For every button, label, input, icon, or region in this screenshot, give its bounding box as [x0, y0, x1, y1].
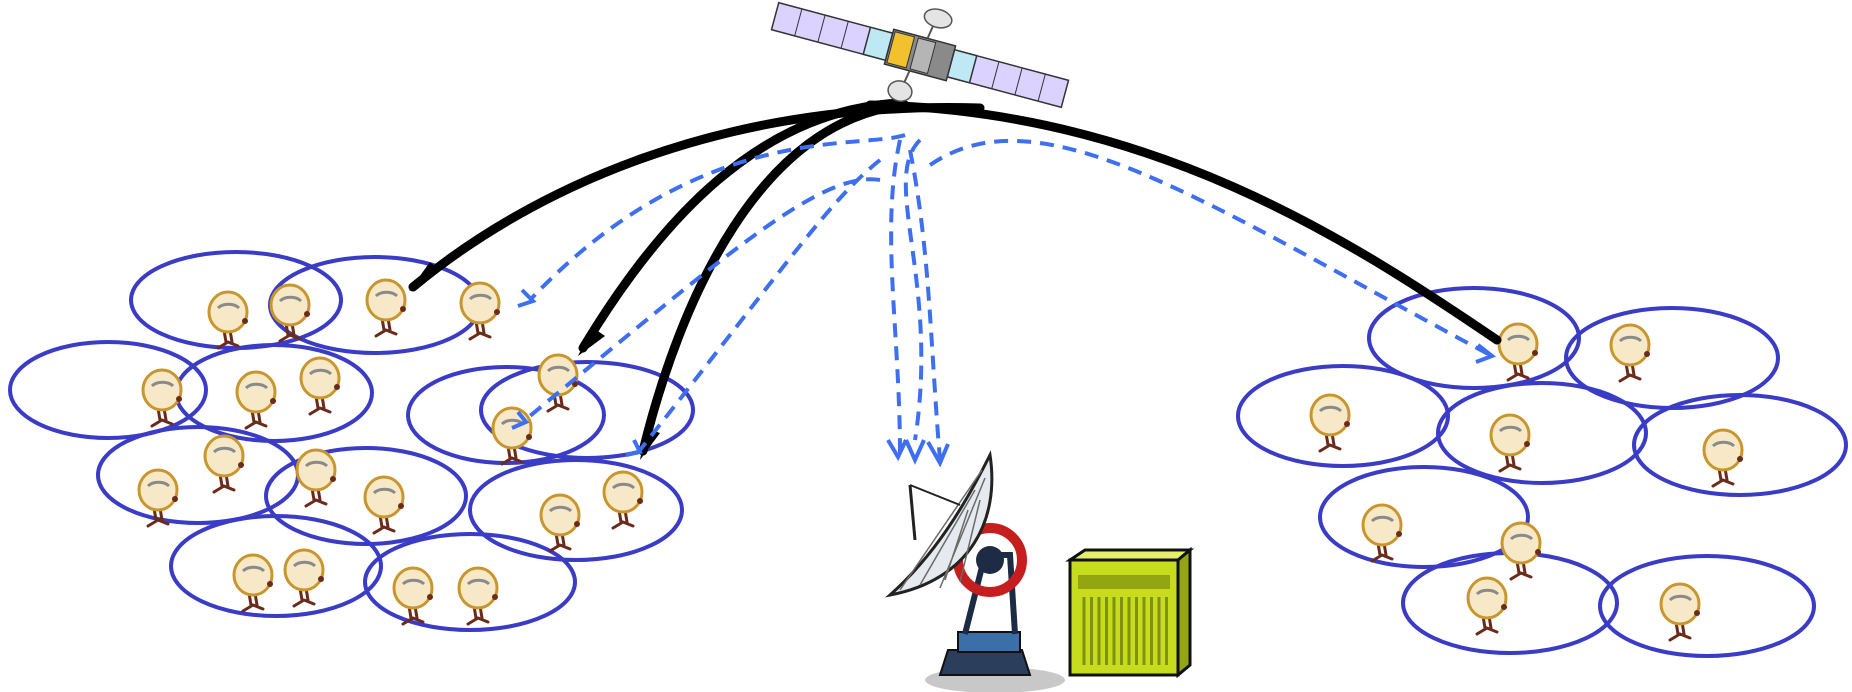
- user-terminal-icon: [541, 495, 580, 551]
- return-link: [640, 160, 880, 450]
- user-terminal-icon: [367, 280, 406, 336]
- user-terminal-icon: [459, 568, 498, 624]
- return-link-arrowhead: [626, 440, 640, 455]
- user-terminal-icon: [297, 450, 336, 506]
- user-terminal-icon: [237, 372, 276, 428]
- spot-beam-cell: [171, 516, 381, 616]
- user-terminal-icon: [1661, 584, 1700, 640]
- spot-beam-cell: [1403, 553, 1617, 653]
- user-terminal-icon: [1499, 324, 1538, 380]
- user-terminal-icon: [1468, 578, 1507, 634]
- user-terminal-icon: [1611, 325, 1650, 381]
- user-terminal-icon: [285, 550, 324, 606]
- spot-beam-cell: [1438, 383, 1646, 483]
- solar-panel-left: [771, 3, 892, 61]
- forward-link: [870, 105, 1497, 340]
- user-terminal-icon: [209, 292, 248, 348]
- return-link-arrowhead: [906, 440, 924, 460]
- return-link: [910, 150, 940, 460]
- forward-link-arrowhead: [409, 262, 440, 291]
- user-terminal-icon: [234, 555, 273, 611]
- user-terminal-icon: [1491, 415, 1530, 471]
- spot-beam-cell: [1566, 308, 1778, 408]
- user-terminal-icon: [205, 436, 244, 492]
- return-link-arrowhead: [518, 290, 533, 306]
- return-link-arrowhead: [888, 440, 906, 457]
- user-terminal-icon: [1502, 523, 1541, 579]
- user-terminal-icon: [1704, 430, 1743, 486]
- user-terminal-icon: [604, 472, 643, 528]
- satellite-antenna-top: [922, 6, 954, 31]
- user-terminal-icon: [493, 408, 532, 464]
- spot-beam-cell: [1600, 556, 1814, 656]
- user-terminal-icon: [143, 370, 182, 426]
- solar-panel-right: [947, 50, 1068, 108]
- user-terminal-icon: [1363, 505, 1402, 561]
- equipment-rack-icon: [1070, 550, 1190, 675]
- ground-station-dish-icon: [890, 455, 1065, 692]
- user-terminal-icon: [1311, 395, 1350, 451]
- user-terminal-icon: [365, 477, 404, 533]
- dish-reflector: [890, 455, 992, 595]
- return-link: [906, 140, 921, 440]
- return-link: [530, 135, 905, 300]
- user-terminal-icon: [301, 358, 340, 414]
- return-link: [891, 140, 900, 455]
